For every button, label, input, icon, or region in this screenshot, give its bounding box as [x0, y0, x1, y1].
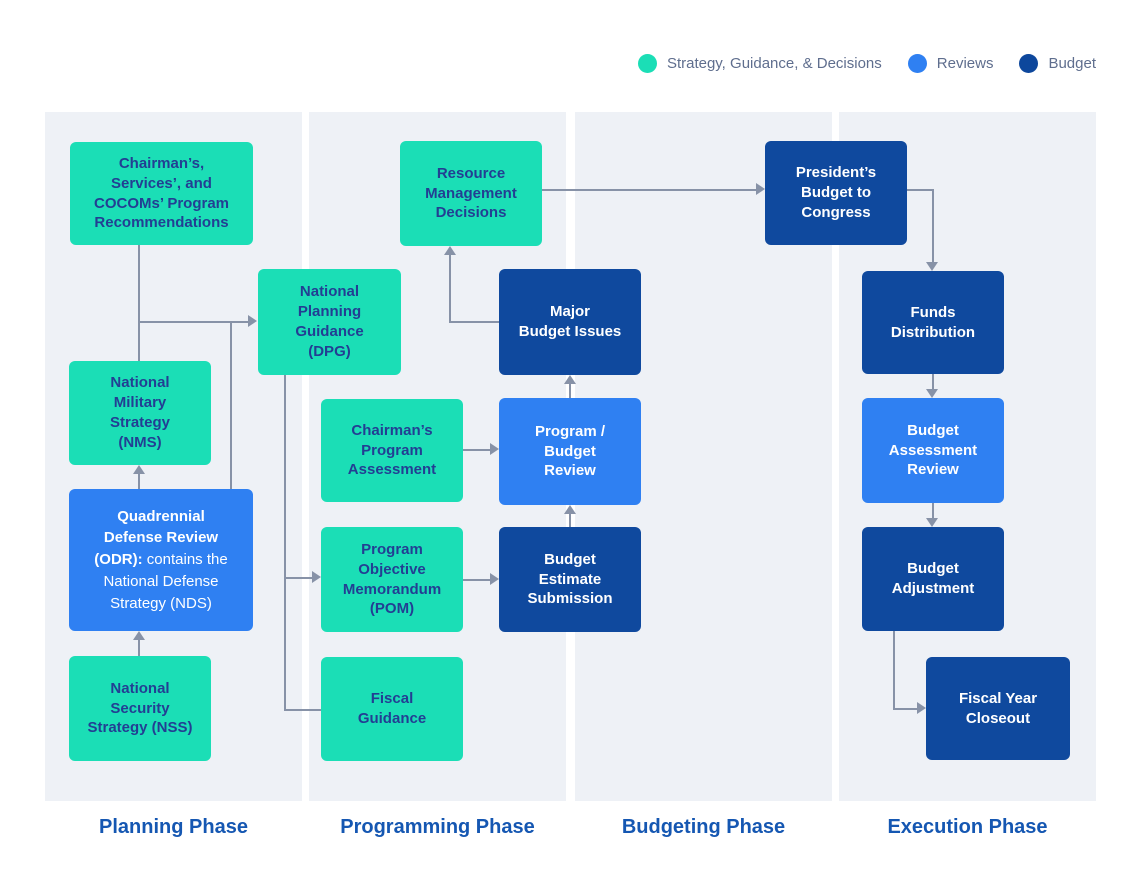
connector-pbc-to-fd-vline: [932, 189, 934, 262]
node-quadrennial-defense-review-qdr: Quadrennial Defense Review (ODR): contai…: [69, 489, 253, 631]
node-label: National Military Strategy (NMS): [109, 374, 171, 451]
node-presidents-budget-to-congress: President’s Budget to Congress: [765, 141, 907, 245]
arrowhead-into-nms-icon: [133, 465, 145, 474]
legend-label-budget: Budget: [1048, 55, 1096, 72]
node-program-budget-review: Program / Budget Review: [499, 398, 641, 505]
node-budget-assessment-review: Budget Assessment Review: [862, 398, 1004, 503]
node-national-security-strategy-nss: National Security Strategy (NSS): [69, 656, 211, 761]
node-label: Quadrennial Defense Review (ODR): contai…: [94, 506, 227, 615]
arrowhead-into-bes-icon: [490, 573, 499, 585]
connector-mbi-to-rmd-hline: [449, 321, 499, 323]
arrowhead-into-dpg-icon: [248, 315, 257, 327]
node-label: Resource Management Decisions: [425, 164, 517, 222]
node-major-budget-issues: Major Budget Issues: [499, 269, 641, 375]
legend-item-budget: Budget: [1019, 54, 1096, 73]
connector-dpg-to-pom-line: [284, 577, 312, 579]
node-label-bold: Quadrennial Defense Review (ODR):: [94, 507, 219, 569]
legend-dot-strategy-icon: [637, 54, 657, 73]
node-funds-distribution: Funds Distribution: [862, 271, 1004, 374]
node-label: Fiscal Year Closeout: [958, 689, 1038, 727]
node-label: Program Objective Memorandum (POM): [342, 540, 442, 618]
phase-title-programming: Programming Phase: [340, 816, 535, 838]
node-label: National Security Strategy (NSS): [87, 679, 193, 737]
arrowhead-into-mbi-icon: [564, 375, 576, 384]
legend-dot-budget-icon: [1019, 54, 1039, 73]
node-label: Chairman’s Program Assessment: [347, 421, 437, 479]
connector-mbi-to-rmd-vline: [449, 255, 451, 323]
node-chairmans-program-assessment: Chairman’s Program Assessment: [321, 399, 463, 502]
arrowhead-into-fyc-icon: [917, 702, 926, 714]
node-program-objective-memorandum-pom: Program Objective Memorandum (POM): [321, 527, 463, 632]
node-label: Program / Budget Review: [534, 422, 606, 480]
node-label: Funds Distribution: [890, 303, 976, 341]
connector-cpa-to-pbr-line: [463, 449, 490, 451]
node-label: Budget Estimate Submission: [527, 550, 613, 608]
legend-dot-reviews-icon: [907, 54, 927, 73]
arrowhead-into-qdr-icon: [133, 631, 145, 640]
arrowhead-into-presidents-budget-icon: [756, 183, 765, 195]
connector-rmd-to-presidents-budget-line: [542, 189, 756, 191]
connector-bar-to-ba-line: [932, 503, 934, 518]
node-national-military-strategy-nms: National Military Strategy (NMS): [69, 361, 211, 465]
node-label: National Planning Guidance (DPG): [295, 283, 364, 360]
arrowhead-into-bar-icon: [926, 389, 938, 398]
arrowhead-into-pom-icon: [312, 571, 321, 583]
connector-dpg-down-line: [284, 375, 286, 710]
arrowhead-into-rmd-icon: [444, 246, 456, 255]
connector-bes-to-pbr-line: [569, 514, 571, 527]
phase-title-planning: Planning Phase: [99, 816, 248, 838]
node-label: Budget Adjustment: [891, 560, 975, 597]
node-fiscal-guidance: Fiscal Guidance: [321, 657, 463, 761]
node-national-planning-guidance-dpg: National Planning Guidance (DPG): [258, 269, 401, 375]
connector-pom-to-bes-line: [463, 579, 490, 581]
connector-nss-to-qdr-line: [138, 640, 140, 656]
arrowhead-into-funds-distribution-icon: [926, 262, 938, 271]
phase-title-budgeting: Budgeting Phase: [621, 816, 786, 838]
node-resource-management-decisions: Resource Management Decisions: [400, 141, 542, 246]
phase-title-execution: Execution Phase: [887, 816, 1048, 838]
legend-label-reviews: Reviews: [936, 55, 994, 72]
node-label: Budget Assessment Review: [888, 421, 978, 479]
connector-ba-to-fyc-vline: [893, 631, 895, 710]
connector-ba-to-fyc-hline: [893, 708, 917, 710]
connector-qdr-junction-line: [230, 322, 232, 489]
node-fiscal-year-closeout: Fiscal Year Closeout: [926, 657, 1070, 760]
connector-chairmans-down-line: [138, 245, 140, 361]
connector-qdr-to-nms-line: [138, 474, 140, 489]
legend: Strategy, Guidance, & Decisions Reviews …: [0, 54, 1096, 73]
node-label-rest: contains the National Defense Strategy (…: [103, 551, 228, 612]
connector-to-dpg-line: [138, 321, 248, 323]
arrowhead-bes-into-pbr-icon: [564, 505, 576, 514]
legend-label-strategy: Strategy, Guidance, & Decisions: [666, 55, 882, 72]
connector-fd-to-bar-line: [932, 374, 934, 389]
node-budget-estimate-submission: Budget Estimate Submission: [499, 527, 641, 632]
arrowhead-into-pbr-icon: [490, 443, 499, 455]
node-budget-adjustment: Budget Adjustment: [862, 527, 1004, 631]
node-label: Major Budget Issues: [518, 303, 622, 340]
arrowhead-into-budget-adjustment-icon: [926, 518, 938, 527]
connector-pbr-to-mbi-line: [569, 384, 571, 398]
node-chairmans-program-recommendations: Chairman’s, Services’, and COCOMs’ Progr…: [70, 142, 253, 245]
node-label: Fiscal Guidance: [357, 690, 427, 727]
connector-dpg-to-fiscal-guidance-line: [284, 709, 321, 711]
legend-item-strategy: Strategy, Guidance, & Decisions: [637, 54, 882, 73]
node-label: President’s Budget to Congress: [795, 164, 877, 221]
legend-item-reviews: Reviews: [907, 54, 994, 73]
connector-pbc-to-fd-hline: [907, 189, 934, 191]
node-label: Chairman’s, Services’, and COCOMs’ Progr…: [93, 154, 230, 232]
